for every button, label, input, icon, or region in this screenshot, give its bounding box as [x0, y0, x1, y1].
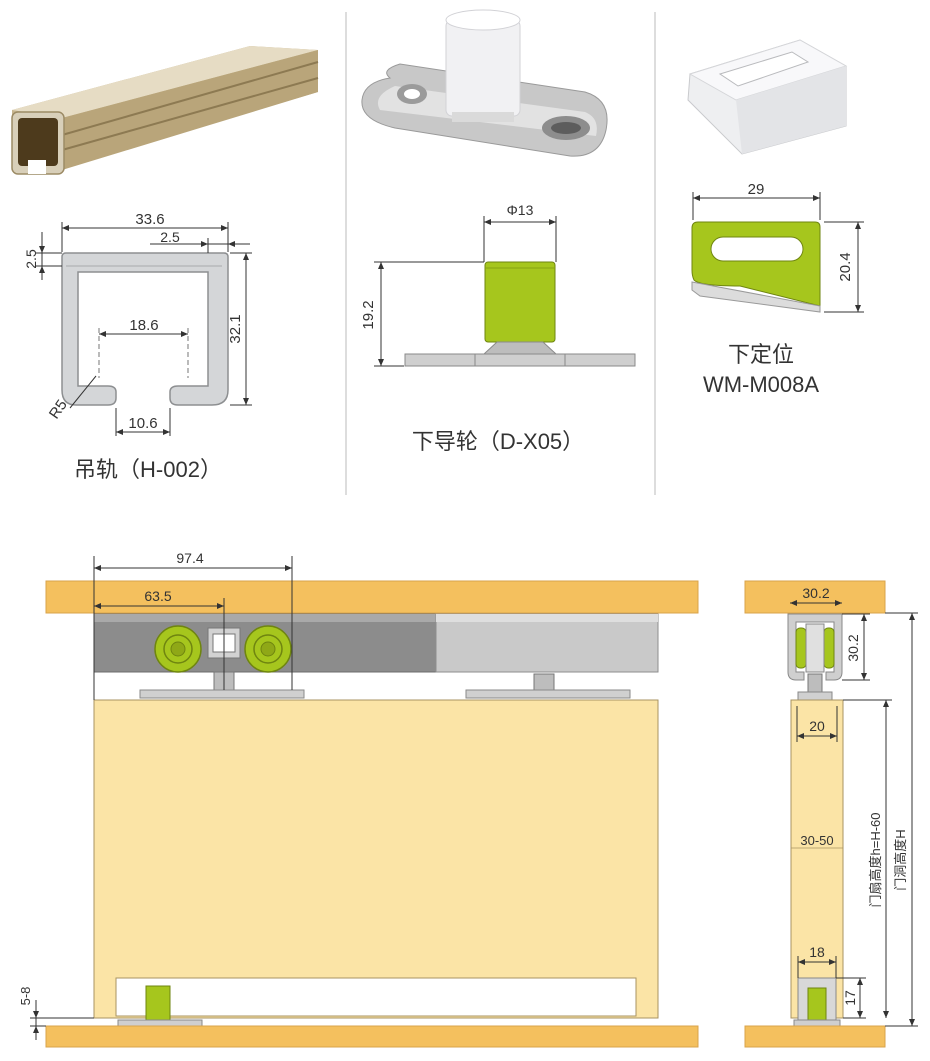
side-floor-frame: [744, 1025, 886, 1048]
side-rail-height-label: 30.2: [845, 634, 861, 661]
floor-guide: [145, 985, 171, 1021]
rail-width-label: 33.6: [135, 211, 164, 228]
side-assembly: 30.2 30.2 20 30-50 18: [744, 580, 918, 1048]
guide-wheel-diameter-label: Φ13: [507, 202, 534, 218]
side-guide-width-label: 18: [809, 944, 825, 960]
rail-caption: 吊轨（H-002）: [74, 457, 222, 482]
guide-wheel-photo: [361, 9, 608, 157]
side-door-thickness-label: 20: [809, 718, 825, 734]
rail-product: 33.6 2.5 2.5 32.1 18.6 10.6: [11, 46, 319, 482]
rail-lip-label: 2.5: [160, 229, 180, 245]
guide-wheel-caption: 下导轮（D-X05）: [412, 429, 584, 454]
stopper-height-label: 20.4: [837, 252, 854, 281]
guide-wheel-product: Φ13 19.2 下导轮（D-X05）: [360, 9, 636, 454]
floor-frame: [45, 1025, 699, 1048]
carriage: [139, 625, 631, 699]
guide-wheel-height-label: 19.2: [360, 300, 377, 329]
side-door-height-label: 门扇高度h=H-60: [868, 813, 883, 908]
front-wheel-label: 63.5: [144, 588, 171, 604]
rail-inner-label: 18.6: [129, 317, 158, 334]
side-opening-height-label: 门洞高度H: [893, 829, 908, 890]
front-assembly: 97.4 63.5 5-8: [18, 550, 699, 1048]
stopper-product: 29 20.4 下定位 WM-M008A: [687, 39, 864, 397]
side-guide-height-label: 17: [842, 990, 858, 1006]
front-total-label: 97.4: [176, 550, 203, 566]
track-light: [435, 613, 659, 673]
door-panel: [93, 699, 659, 1019]
stopper-caption-line1: 下定位: [728, 342, 794, 367]
side-top-frame: [744, 580, 886, 614]
stopper-photo: [687, 39, 848, 155]
rail-top-thickness-label: 2.5: [23, 249, 39, 269]
door-groove: [115, 977, 637, 1017]
side-gap-range-label: 30-50: [800, 833, 833, 848]
front-gap-label: 5-8: [18, 987, 33, 1006]
rail-photo: [11, 46, 319, 175]
rail-profile: [61, 252, 229, 406]
top-frame: [45, 580, 699, 614]
stopper-width-label: 29: [748, 181, 765, 198]
stopper-caption-line2: WM-M008A: [703, 372, 819, 397]
rail-height-label: 32.1: [227, 314, 244, 343]
side-door-panel: [790, 699, 844, 1019]
side-rail-width-label: 30.2: [802, 585, 829, 601]
rail-opening-label: 10.6: [128, 415, 157, 432]
